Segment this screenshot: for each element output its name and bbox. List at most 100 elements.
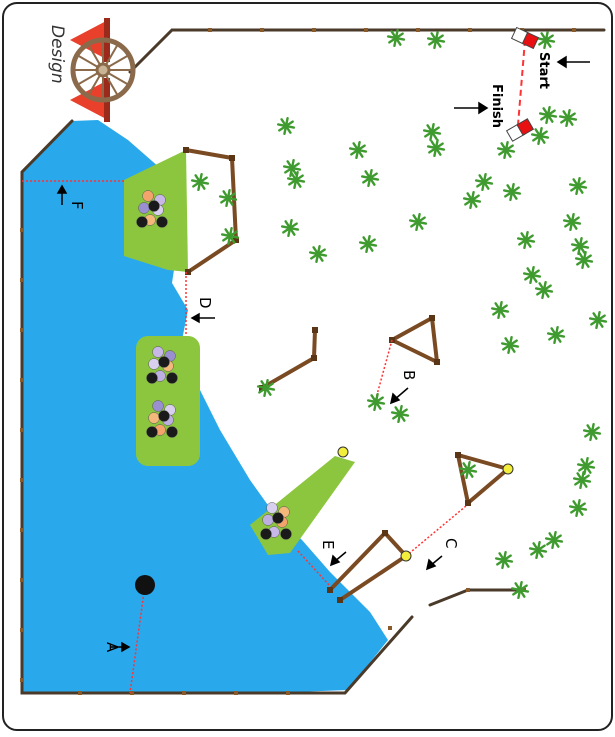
- star-plant-icon: [582, 422, 602, 442]
- wood-post: [382, 530, 388, 536]
- label-d: D: [196, 297, 214, 309]
- star-plant-icon: [510, 580, 530, 600]
- star-plant-icon: [502, 182, 522, 202]
- wood-post: [327, 587, 333, 593]
- finish-flags: [505, 26, 540, 142]
- plants: [190, 28, 608, 600]
- fence-post: [20, 278, 24, 282]
- wood-post: [183, 147, 189, 153]
- flower-cluster: [146, 400, 178, 438]
- black-hole-icon: [135, 575, 155, 595]
- wood-post: [312, 327, 318, 333]
- star-plant-icon: [496, 140, 516, 160]
- star-plant-icon: [568, 498, 588, 518]
- label-b: B: [400, 370, 418, 380]
- star-plant-icon: [572, 470, 592, 490]
- star-plant-icon: [426, 138, 446, 158]
- star-plant-icon: [276, 116, 296, 136]
- wood-post: [311, 355, 317, 361]
- fence-post: [416, 28, 420, 32]
- fence-post: [20, 228, 24, 232]
- fence-post: [20, 328, 24, 332]
- label-e: E: [319, 540, 337, 549]
- fence-post: [20, 428, 24, 432]
- fence-posts: [20, 28, 576, 695]
- route-labels: Start Finish A B C D E F: [68, 52, 551, 653]
- wood-post: [465, 500, 471, 506]
- star-plant-icon: [256, 378, 276, 398]
- star-plant-icon: [358, 234, 378, 254]
- star-plant-icon: [190, 172, 210, 192]
- water-area: [22, 120, 388, 693]
- star-plant-icon: [458, 460, 478, 480]
- star-plant-icon: [220, 226, 240, 246]
- wood-post: [455, 452, 461, 458]
- star-plant-icon: [522, 265, 542, 285]
- arrow-c: [425, 555, 443, 571]
- fence-post: [20, 678, 24, 682]
- star-plant-icon: [218, 188, 238, 208]
- fence-post: [364, 28, 368, 32]
- arrow-start: [556, 55, 590, 69]
- yellow-posts: [337, 446, 514, 562]
- arrow-finish: [454, 101, 489, 115]
- fence-post: [234, 691, 238, 695]
- arrow-e: [329, 551, 347, 567]
- star-plant-icon: [390, 404, 410, 424]
- star-plant-icon: [574, 250, 594, 270]
- star-plant-icon: [538, 105, 558, 125]
- star-plant-icon: [516, 230, 536, 250]
- star-plant-icon: [588, 310, 608, 330]
- fence-post: [20, 378, 24, 382]
- fence-post: [182, 691, 186, 695]
- label-c: C: [442, 538, 460, 548]
- direction-arrows: [56, 55, 590, 653]
- fence-post: [388, 626, 392, 630]
- label-finish: Finish: [489, 84, 504, 128]
- fence-left: [20, 119, 414, 695]
- star-plant-icon: [536, 30, 556, 50]
- star-plant-icon: [422, 122, 442, 142]
- label-start: Start: [536, 52, 551, 89]
- fence-post: [468, 28, 472, 32]
- star-plant-icon: [462, 190, 482, 210]
- wood-triangle-c: [456, 453, 510, 505]
- star-plant-icon: [386, 28, 406, 48]
- star-plant-icon: [286, 170, 306, 190]
- fence-post: [312, 28, 316, 32]
- yellow-post-icon: [337, 446, 349, 458]
- star-plant-icon: [528, 540, 548, 560]
- fence-post: [20, 478, 24, 482]
- star-plant-icon: [562, 212, 582, 232]
- wood-post: [229, 155, 235, 161]
- star-plant-icon: [530, 126, 550, 146]
- wood-post: [337, 597, 343, 603]
- route-c: [405, 505, 467, 557]
- wood-frame-e: [328, 531, 408, 602]
- fence-post: [572, 28, 576, 32]
- fence-post: [78, 691, 82, 695]
- star-plant-icon: [500, 335, 520, 355]
- route-b: [374, 339, 393, 403]
- wagon-wheel-icon: [70, 37, 136, 103]
- fence-post: [208, 28, 212, 32]
- star-plant-icon: [544, 530, 564, 550]
- fence-post: [466, 588, 470, 592]
- fence-post: [20, 578, 24, 582]
- star-plant-icon: [558, 108, 578, 128]
- logo-text: Design: [47, 25, 67, 84]
- finish-flag-icon: [505, 118, 535, 142]
- star-plant-icon: [490, 300, 510, 320]
- fence-post: [130, 691, 134, 695]
- fence-post: [260, 28, 264, 32]
- finish-flag-icon: [510, 26, 540, 50]
- flower-cluster: [136, 190, 168, 228]
- star-plant-icon: [570, 236, 590, 256]
- label-a: A: [103, 642, 121, 653]
- flower-cluster: [260, 502, 292, 540]
- label-f: F: [68, 201, 86, 210]
- fence-post: [20, 628, 24, 632]
- star-plant-icon: [494, 550, 514, 570]
